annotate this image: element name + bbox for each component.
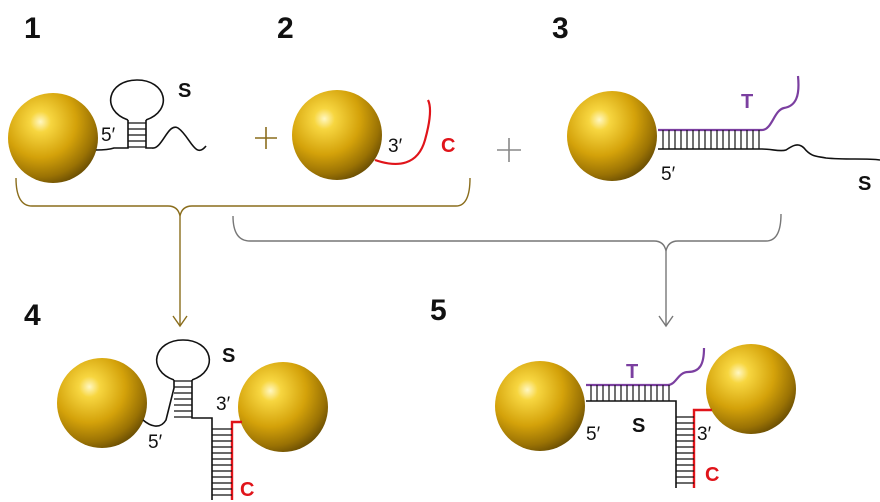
hairpin-loop — [155, 339, 211, 381]
hairpin-stem-left — [95, 120, 129, 151]
label-strand-s: S — [858, 173, 871, 195]
duplex-rungs — [662, 130, 760, 149]
label-5prime: 5′ — [148, 432, 163, 453]
duplex-rungs — [212, 424, 232, 500]
strand-t-purple — [658, 75, 800, 132]
gold-nanoparticle-4a — [57, 358, 147, 448]
strand-t-purple — [586, 347, 706, 387]
label-5prime: 5′ — [101, 125, 116, 146]
hairpin-rungs — [128, 120, 146, 148]
duplex-rungs-c — [676, 412, 694, 488]
panel-number-2: 2 — [277, 12, 294, 45]
label-5prime: 5′ — [661, 164, 676, 185]
gold-nanoparticle-5b — [706, 344, 796, 434]
hairpin-loop — [109, 79, 165, 121]
strand-c-red — [374, 99, 432, 166]
panel-4-product: S 3′ 5′ C — [57, 339, 328, 501]
panel-5-product: T 5′ S 3′ C — [495, 344, 796, 488]
gold-nanoparticle-3 — [567, 91, 657, 181]
panel-number-1: 1 — [24, 12, 41, 45]
label-strand-c: C — [240, 479, 254, 501]
label-3prime: 3′ — [388, 136, 403, 157]
label-strand-t: T — [741, 91, 753, 113]
panel-2-probe: 3′ C — [292, 90, 455, 180]
hairpin-rungs — [174, 380, 192, 418]
gold-nanoparticle-1 — [8, 93, 98, 183]
plus-sign-1 — [255, 127, 277, 149]
panel-number-4: 4 — [24, 299, 41, 332]
hairpin-stem-left — [142, 380, 175, 427]
gold-nanoparticle-2 — [292, 90, 382, 180]
hairpin-stem-right — [145, 120, 207, 152]
strand-s-vertical — [191, 380, 213, 500]
gold-nanoparticle-4b — [238, 362, 328, 452]
bracket-1-2-to-4 — [15, 177, 471, 328]
panel-3-probe: T 5′ S — [567, 75, 880, 195]
label-strand-t: T — [626, 361, 638, 383]
panel-number-3: 3 — [552, 12, 569, 45]
label-3prime: 3′ — [216, 394, 231, 415]
panel-1-probe: 5′ S — [8, 79, 207, 183]
bracket-2-3-to-5 — [232, 213, 782, 328]
label-strand-s: S — [632, 415, 645, 437]
label-strand-c: C — [705, 464, 719, 486]
gold-nanoparticle-5a — [495, 361, 585, 451]
panel-number-5: 5 — [430, 294, 447, 327]
label-strand-c: C — [441, 135, 455, 157]
label-strand-s: S — [178, 80, 191, 102]
label-5prime: 5′ — [586, 424, 601, 445]
duplex-rungs-t — [590, 385, 670, 401]
plus-sign-2 — [497, 138, 521, 162]
strand-s-black — [658, 144, 880, 161]
label-strand-s: S — [222, 345, 235, 367]
label-3prime: 3′ — [697, 424, 712, 445]
